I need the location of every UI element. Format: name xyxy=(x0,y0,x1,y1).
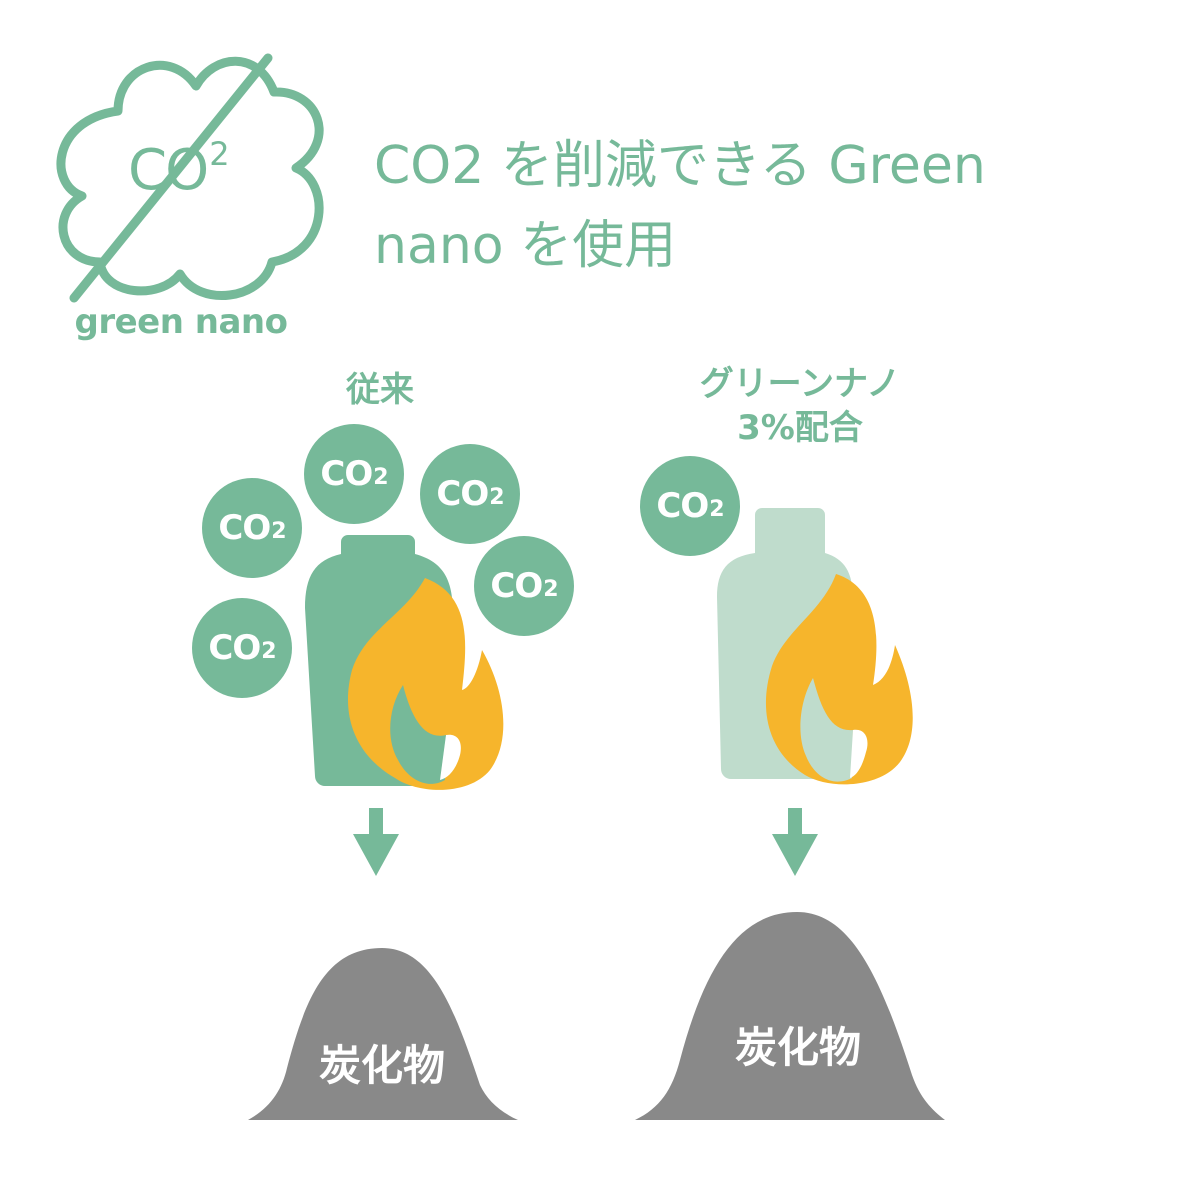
co2-sub: 2 xyxy=(489,484,504,510)
co2-sub: 2 xyxy=(709,496,724,522)
logo-co2-super: 2 xyxy=(209,135,229,174)
slash-line xyxy=(69,53,273,303)
co2-sub: 2 xyxy=(261,638,276,664)
flame-icon-greennano xyxy=(765,574,913,785)
down-arrow-icon-greennano xyxy=(772,808,818,876)
char-label-greennano: 炭化物 xyxy=(734,1023,861,1072)
logo-co2-text: CO2 xyxy=(128,135,230,203)
co2-sub: 2 xyxy=(373,464,388,490)
cloud-outline xyxy=(56,56,324,300)
co2-main: CO xyxy=(218,508,271,548)
char-mound-icon-conventional xyxy=(248,948,518,1120)
co2-main: CO xyxy=(490,566,543,606)
column-label-greennano: グリーンナノ 3%配合 xyxy=(640,362,960,450)
logo-caption: green nano xyxy=(74,302,288,342)
co2-main: CO xyxy=(436,474,489,514)
char-label-conventional: 炭化物 xyxy=(318,1041,445,1090)
co2-main: CO xyxy=(208,628,261,668)
column-label-line-2: 3%配合 xyxy=(737,408,863,448)
headline-line-2: nano を使用 xyxy=(374,216,677,276)
co2-main: CO xyxy=(320,454,373,494)
column-label-line-1: グリーンナノ xyxy=(699,364,901,404)
down-arrow-icon-conventional xyxy=(353,808,399,876)
logo-co2-main: CO xyxy=(128,138,209,203)
headline: CO2 を削減できる Green nano を使用 xyxy=(374,126,1074,286)
column-label-line-1: 従来 xyxy=(346,370,414,410)
co2-sub: 2 xyxy=(543,576,558,602)
flame-icon-conventional xyxy=(347,578,504,790)
co2-sub: 2 xyxy=(271,518,286,544)
co2-main: CO xyxy=(656,486,709,526)
column-label-conventional: 従来 xyxy=(290,368,470,412)
char-mound-icon-greennano xyxy=(635,912,945,1120)
headline-line-1: CO2 を削減できる Green xyxy=(374,136,986,196)
